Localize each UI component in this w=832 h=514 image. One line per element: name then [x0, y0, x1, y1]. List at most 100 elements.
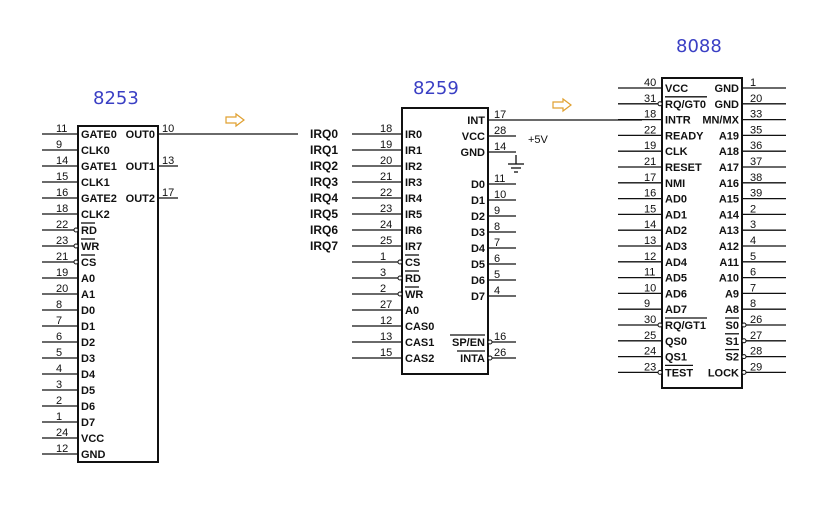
inversion-bubble [657, 101, 663, 107]
pin-label: SP/EN [452, 337, 485, 349]
pin-number: 23 [380, 203, 392, 215]
pin-number: 24 [380, 219, 392, 231]
pin-number: 25 [644, 330, 656, 342]
pin-number: 16 [494, 331, 506, 343]
pin-label: D1 [471, 195, 485, 207]
pin-number: 1 [56, 411, 62, 423]
inversion-bubble [741, 322, 747, 328]
inversion-bubble [741, 354, 747, 360]
pin-label: CLK2 [81, 209, 110, 221]
pin-number: 22 [56, 219, 68, 231]
irq-label: IRQ1 [310, 143, 338, 157]
pin-number: 13 [162, 155, 174, 167]
pin-label: D0 [81, 305, 95, 317]
pin-label: A16 [719, 178, 739, 190]
chip-8088-title: 8088 [676, 36, 722, 57]
pin-label: S1 [726, 336, 739, 348]
pin-number: 15 [644, 203, 656, 215]
pin-number: 3 [56, 379, 62, 391]
pin-label: IR5 [405, 209, 422, 221]
inversion-bubble [73, 259, 79, 265]
vcc-supply-label: +5V [528, 134, 549, 146]
pin-label: D5 [471, 259, 485, 271]
pin-label: WR [405, 289, 423, 301]
arrow-icon [225, 112, 245, 128]
arrow-icon [552, 97, 572, 113]
pin-number: 22 [644, 124, 656, 136]
pin-number: 20 [56, 283, 68, 295]
pin-label: D0 [471, 179, 485, 191]
pin-label: READY [665, 130, 704, 142]
pin-number: 6 [494, 253, 500, 265]
pin-number: 10 [162, 123, 174, 135]
pin-number: 5 [56, 347, 62, 359]
pin-number: 3 [380, 267, 386, 279]
pin-number: 27 [750, 330, 762, 342]
pin-label: IR3 [405, 177, 422, 189]
pin-number: 39 [750, 188, 762, 200]
pin-number: 12 [644, 251, 656, 263]
pin-number: 15 [380, 347, 392, 359]
pin-number: 19 [380, 139, 392, 151]
pin-number: 40 [644, 77, 656, 89]
pin-number: 19 [56, 267, 68, 279]
pin-label: QS1 [665, 352, 687, 364]
pin-number: 5 [494, 269, 500, 281]
chip-8253-title: 8253 [93, 88, 139, 109]
pin-number: 24 [644, 346, 656, 358]
pin-label: AD3 [665, 241, 687, 253]
pin-label: D2 [81, 337, 95, 349]
pin-number: 17 [644, 172, 656, 184]
pin-label: IR1 [405, 145, 422, 157]
pin-label: A0 [405, 305, 419, 317]
pin-number: 28 [750, 346, 762, 358]
pin-label: A14 [719, 209, 740, 221]
pin-label: A10 [719, 273, 739, 285]
pin-label: AD4 [665, 257, 688, 269]
pin-label: CAS0 [405, 321, 434, 333]
pin-number: 24 [56, 427, 68, 439]
pin-label: GND [715, 99, 740, 111]
pin-label: CS [405, 257, 420, 269]
pin-label: RD [405, 273, 421, 285]
pin-number: 35 [750, 124, 762, 136]
pin-number: 9 [644, 298, 650, 310]
pin-label: AD2 [665, 225, 687, 237]
pin-number: 10 [494, 189, 506, 201]
pin-number: 21 [644, 156, 656, 168]
inversion-bubble [397, 259, 403, 265]
pin-number: 31 [644, 93, 656, 105]
pin-label: INT [467, 115, 485, 127]
pin-number: 6 [56, 331, 62, 343]
inversion-bubble [73, 243, 79, 249]
pin-label: IR0 [405, 129, 422, 141]
inversion-bubble [741, 338, 747, 344]
pin-label: AD1 [665, 209, 687, 221]
irq-label: IRQ0 [310, 127, 338, 141]
pin-label: D3 [81, 353, 95, 365]
pin-number: 21 [56, 251, 68, 263]
pin-label: D4 [81, 369, 96, 381]
pin-number: 8 [750, 298, 756, 310]
pin-number: 14 [56, 155, 68, 167]
pin-label: A17 [719, 162, 739, 174]
pin-number: 4 [494, 285, 500, 297]
pin-label: IR2 [405, 161, 422, 173]
pin-label: GND [461, 147, 486, 159]
pin-number: 1 [380, 251, 386, 263]
pin-label: A13 [719, 225, 739, 237]
pin-label: INTA [460, 353, 485, 365]
pin-number: 29 [750, 361, 762, 373]
irq-label: IRQ4 [310, 191, 338, 205]
inversion-bubble [487, 339, 493, 345]
irq-label: IRQ7 [310, 239, 338, 253]
pin-label: GATE0 [81, 129, 117, 141]
pin-number: 6 [750, 267, 756, 279]
pin-number: 18 [56, 203, 68, 215]
pin-label: IR7 [405, 241, 422, 253]
pin-label: GND [715, 83, 740, 95]
pin-number: 12 [56, 443, 68, 455]
pin-label: MN/MX [702, 115, 739, 127]
pin-number: 7 [750, 282, 756, 294]
